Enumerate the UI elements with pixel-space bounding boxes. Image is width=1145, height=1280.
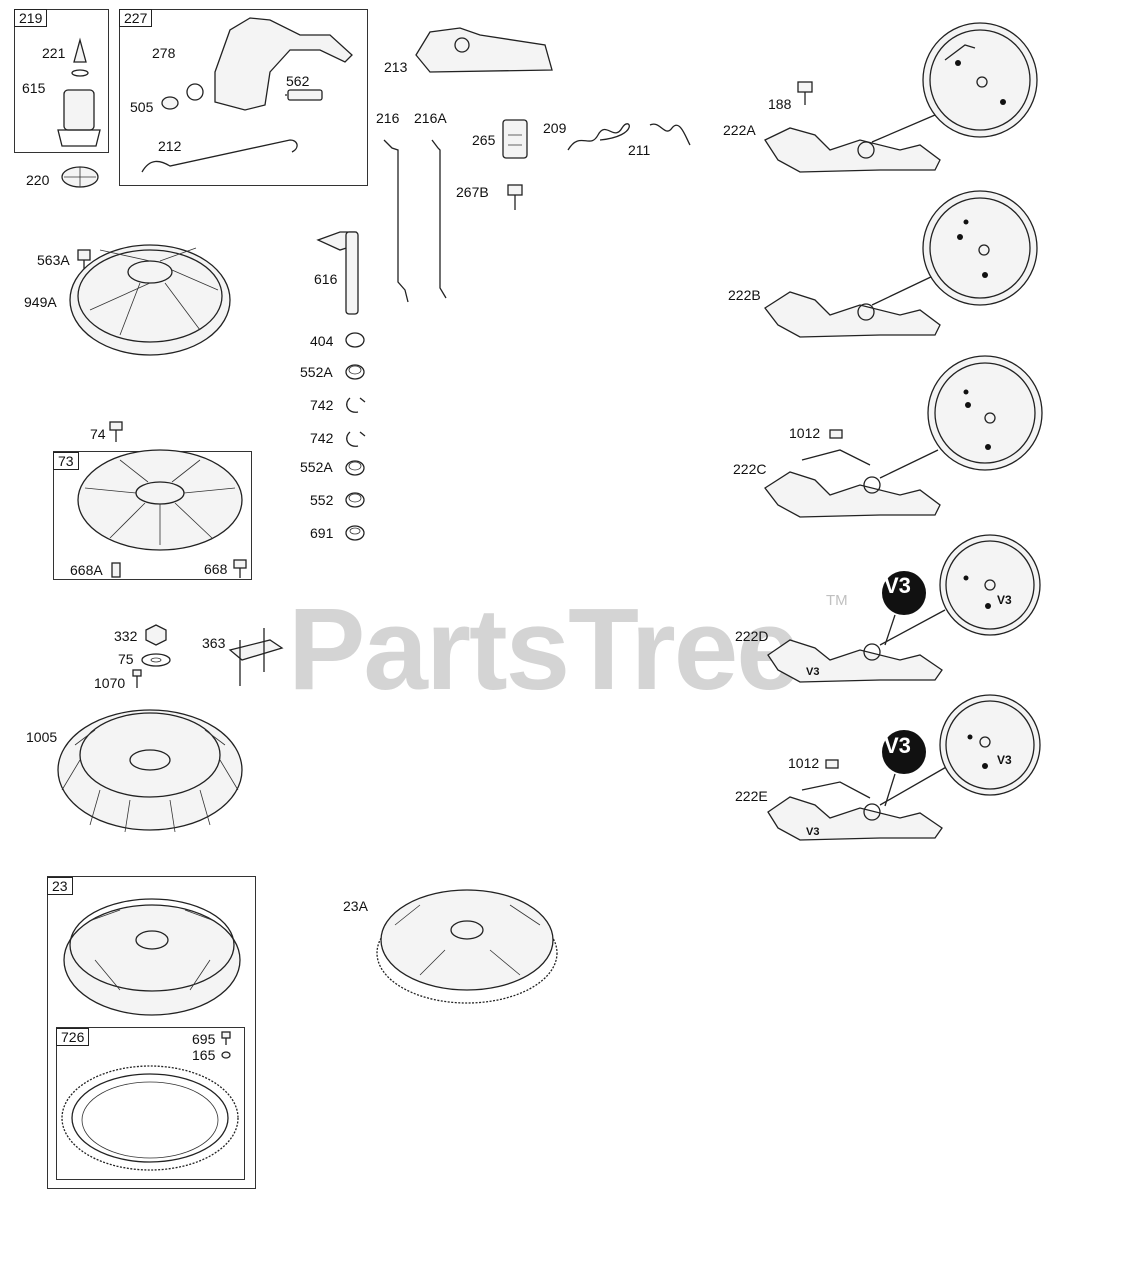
part-label-742-2[interactable]: 742: [310, 430, 334, 446]
part-label-562[interactable]: 562: [286, 73, 310, 89]
group-frame-227: [119, 9, 368, 186]
part-label-552a-2[interactable]: 552A: [300, 459, 333, 475]
part-label-278[interactable]: 278: [152, 45, 176, 61]
part-label-213[interactable]: 213: [384, 59, 408, 75]
part-label-552a-1[interactable]: 552A: [300, 364, 333, 380]
part-label-1070[interactable]: 1070: [94, 675, 126, 691]
group-frame-23: [47, 876, 256, 1189]
v3-mark-detail-222d: V3: [997, 593, 1012, 607]
part-label-505[interactable]: 505: [130, 99, 154, 115]
part-label-668a[interactable]: 668A: [70, 562, 103, 578]
part-222c-assembly-drawing: [764, 355, 1043, 518]
part-label-222c[interactable]: 222C: [733, 461, 767, 477]
part-label-222b[interactable]: 222B: [728, 287, 761, 303]
part-220-disc-drawing: [61, 166, 99, 188]
part-label-265[interactable]: 265: [472, 132, 496, 148]
part-label-695[interactable]: 695: [192, 1031, 216, 1047]
part-23-flywheel-drawing: [63, 898, 241, 1016]
part-227-bracket-drawing: [141, 17, 353, 173]
part-label-212[interactable]: 212: [158, 138, 182, 154]
v3-mark-part-222e: V3: [806, 826, 820, 838]
part-label-1012-b[interactable]: 1012: [788, 755, 820, 771]
part-label-616[interactable]: 616: [314, 271, 338, 287]
part-label-615[interactable]: 615: [22, 80, 46, 96]
part-1005-fan-drawing: [57, 709, 243, 833]
part-75-washer-drawing: [141, 653, 171, 667]
part-label-668[interactable]: 668: [204, 561, 228, 577]
part-188-screw-drawing: [797, 81, 813, 105]
group-label-23: 23: [47, 877, 73, 895]
part-222d-assembly-drawing: [767, 534, 1041, 683]
part-222a-assembly-drawing: [764, 22, 1038, 173]
v3-badge-large-222d: V3: [884, 573, 911, 598]
part-label-75[interactable]: 75: [118, 651, 134, 667]
part-label-221[interactable]: 221: [42, 45, 66, 61]
part-73-screen-drawing: [77, 449, 243, 551]
part-label-211[interactable]: 211: [628, 142, 651, 158]
group-label-726: 726: [56, 1028, 90, 1046]
part-265-block-drawing: [502, 119, 528, 159]
part-washers-drawing: [345, 332, 366, 541]
part-label-165[interactable]: 165: [192, 1047, 216, 1063]
part-label-332[interactable]: 332: [114, 628, 138, 644]
part-213-plate-drawing: [415, 27, 553, 73]
part-668-pins-drawing: [111, 559, 247, 578]
v3-mark-part-222d: V3: [806, 666, 820, 678]
part-label-742-1[interactable]: 742: [310, 397, 334, 413]
part-695-165-hardware-drawing: [221, 1031, 231, 1059]
group-label-73: 73: [53, 452, 79, 470]
part-label-74[interactable]: 74: [90, 426, 106, 442]
part-label-563a[interactable]: 563A: [37, 252, 70, 268]
part-332-nut-drawing: [145, 624, 167, 646]
group-frame-219: [14, 9, 109, 153]
part-label-220[interactable]: 220: [26, 172, 50, 188]
part-label-267b[interactable]: 267B: [456, 184, 489, 200]
part-221-pin-drawing: [57, 37, 101, 147]
part-label-222e[interactable]: 222E: [735, 788, 768, 804]
part-267b-screw-drawing: [507, 184, 523, 210]
part-label-1005[interactable]: 1005: [26, 729, 58, 745]
part-209-spring-drawing: [567, 123, 630, 151]
part-363-bracket-drawing: [228, 628, 284, 686]
part-label-552[interactable]: 552: [310, 492, 334, 508]
group-label-219: 219: [14, 9, 48, 27]
part-222b-assembly-drawing: [764, 190, 1038, 338]
part-74-screw-drawing: [109, 421, 123, 442]
part-label-1012-a[interactable]: 1012: [789, 425, 821, 441]
part-label-216[interactable]: 216: [376, 110, 400, 126]
part-label-216a[interactable]: 216A: [414, 110, 447, 126]
part-216-rods-drawing: [383, 139, 447, 303]
part-1070-screw-drawing: [132, 669, 142, 688]
part-label-222a[interactable]: 222A: [723, 122, 756, 138]
watermark: PartsTree: [288, 584, 801, 714]
part-label-209[interactable]: 209: [543, 120, 567, 136]
part-label-363[interactable]: 363: [202, 635, 226, 651]
part-label-23a[interactable]: 23A: [343, 898, 368, 914]
group-frame-726: [56, 1027, 245, 1180]
part-726-ringgear-drawing: [61, 1065, 239, 1171]
part-616-shaft-drawing: [316, 231, 359, 315]
part-949a-guard-drawing: [69, 244, 231, 356]
part-label-188[interactable]: 188: [768, 96, 792, 112]
part-23a-flywheel-drawing: [376, 889, 558, 1004]
v3-badge-large-222e: V3: [884, 733, 911, 758]
part-label-222d[interactable]: 222D: [735, 628, 769, 644]
part-222e-assembly-drawing: [767, 694, 1041, 841]
part-label-691[interactable]: 691: [310, 525, 334, 541]
v3-mark-detail-222e: V3: [997, 753, 1012, 767]
group-label-227: 227: [119, 9, 153, 27]
part-label-949a[interactable]: 949A: [24, 294, 57, 310]
part-label-404[interactable]: 404: [310, 333, 334, 349]
watermark-trademark: TM: [826, 592, 848, 609]
part-211-spring-drawing: [649, 123, 691, 146]
